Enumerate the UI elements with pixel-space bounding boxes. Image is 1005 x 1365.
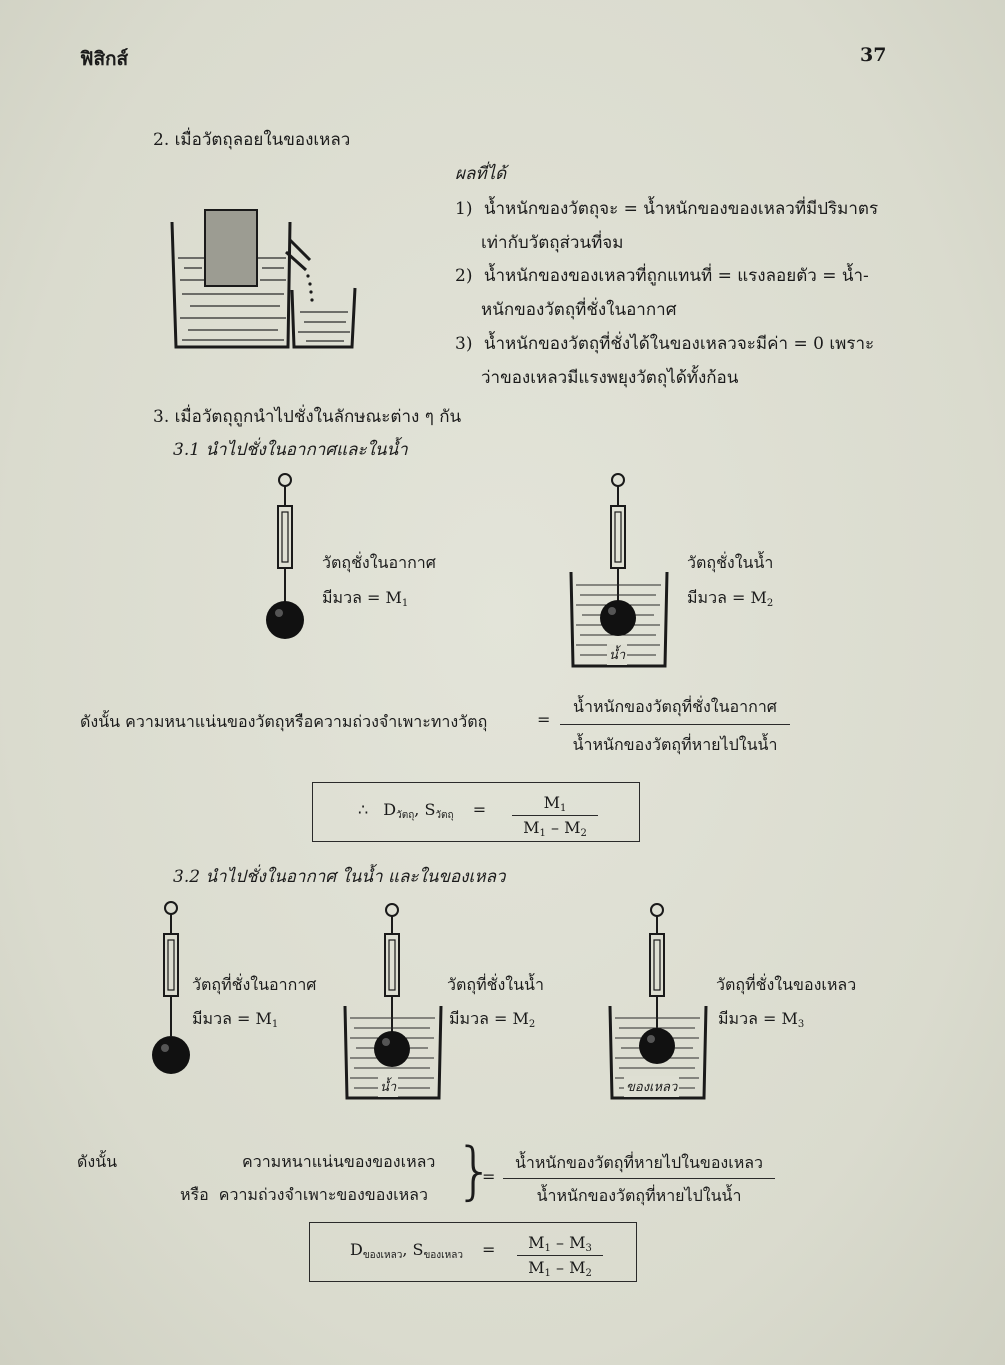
d-symbol: D <box>350 1240 363 1259</box>
formula-equals: = <box>472 800 487 819</box>
density-formula-box <box>312 782 640 842</box>
formula-denominator: M1 – M2 <box>512 818 598 839</box>
den-minus-m: – M <box>545 818 581 837</box>
fraction-bar <box>560 724 790 726</box>
s-subscript: วัตถุ <box>435 810 454 821</box>
equals-sign-2: = <box>482 1167 496 1186</box>
liquid-formula-denominator: M1 – M2 <box>517 1258 603 1279</box>
section-3-heading: 3. เมื่อวัตถุถูกนำไปชั่งในลักษณะต่าง ๆ ก… <box>153 407 462 427</box>
equals-sign: = <box>537 710 551 729</box>
therefore-text-3-1: ดังนั้น ความหนาแน่นของวัตถุหรือความถ่วงจ… <box>80 712 488 731</box>
den-m1-sub: 1 <box>539 828 546 839</box>
den-m1: M <box>523 818 540 837</box>
den-m2-sub: 2 <box>585 1268 592 1279</box>
fraction-bar-2 <box>503 1178 775 1180</box>
result-line: หนักของวัตถุที่ชั่งในอากาศ <box>481 300 677 320</box>
result-item-2: 2) น้ำหนักของของเหลวที่ถูกแทนที่ = แรงลอ… <box>455 259 869 327</box>
d-symbol: D <box>383 800 397 819</box>
subsection-3-1-title: 3.1 นำไปชั่งในอากาศและในน้ำ <box>173 440 408 460</box>
formula-fraction-bar <box>512 815 598 817</box>
mass-subscript: 1 <box>271 1019 279 1030</box>
brace-icon: } <box>455 1134 495 1207</box>
liquid-mass-label: มีมวล = M3 <box>718 1007 804 1032</box>
liquid-density-line: ความหนาแน่นของของเหลว <box>242 1152 436 1171</box>
liquid-density-formula-box <box>309 1222 637 1282</box>
mass-subscript: 3 <box>797 1019 805 1030</box>
running-head-title: ฟิสิกส์ <box>80 48 129 70</box>
mass-text: มีมวล = M <box>718 1009 798 1028</box>
spring-balance-liquid-diagram <box>608 903 708 1100</box>
mass-subscript: 1 <box>401 598 409 609</box>
density-formula-lhs: ∴ Dวัตถุ, Sวัตถุ = <box>358 800 486 823</box>
beaker-label-liquid: ของเหลว <box>624 1076 680 1097</box>
or-word: หรือ <box>180 1185 209 1204</box>
therefore-text-3-2: ดังนั้น <box>77 1152 118 1171</box>
s-symbol: , S <box>402 1240 424 1259</box>
num-m1-sub: 1 <box>544 1243 551 1254</box>
fraction-denominator-2: น้ำหนักของวัตถุที่หายไปในน้ำ <box>536 1186 742 1205</box>
beaker-label-water-2: น้ำ <box>378 1076 399 1097</box>
d-subscript: ของเหลว <box>362 1250 403 1261</box>
floating-object-overflow-diagram <box>170 209 357 349</box>
air-mass-label-2: มีมวล = M1 <box>192 1007 278 1032</box>
d-subscript: วัตถุ <box>396 810 415 821</box>
mass-subscript: 2 <box>766 598 774 609</box>
fraction-numerator-2: น้ำหนักของวัตถุที่หายไปในของเหลว <box>514 1153 764 1172</box>
num-m: M <box>543 793 560 812</box>
result-line: น้ำหนักของวัตถุที่ชั่งได้ในของเหลวจะมีค่… <box>483 334 875 354</box>
den-m1-sub: 1 <box>544 1268 551 1279</box>
mass-text: มีมวล = M <box>192 1009 272 1028</box>
section-2-heading: 2. เมื่อวัตถุลอยในของเหลว <box>153 130 351 150</box>
result-num: 2) <box>455 266 473 286</box>
den-m2-sub: 2 <box>580 828 587 839</box>
air-weigh-label: วัตถุชั่งในอากาศ <box>322 553 436 572</box>
formula-equals: = <box>482 1240 496 1259</box>
result-num: 3) <box>455 334 473 354</box>
water-mass-label-2: มีมวล = M2 <box>449 1007 535 1032</box>
num-sub: 1 <box>560 803 567 814</box>
liquid-formula-fraction-bar <box>517 1255 603 1257</box>
or-line: หรือ ความถ่วงจำเพาะของของเหลว <box>180 1183 428 1208</box>
formula-numerator: M1 <box>512 793 598 814</box>
result-line: น้ำหนักของวัตถุจะ = น้ำหนักของของเหลวที่… <box>483 199 879 219</box>
s-subscript: ของเหลว <box>423 1250 463 1261</box>
result-line: น้ำหนักของของเหลวที่ถูกแทนที่ = แรงลอยตั… <box>483 266 869 286</box>
mass-text: มีมวล = M <box>449 1009 529 1028</box>
num-minus-m: – M <box>550 1233 586 1252</box>
s-symbol: , S <box>414 800 436 819</box>
liquid-weigh-label: วัตถุที่ชั่งในของเหลว <box>716 975 857 994</box>
spring-balance-air-diagram <box>266 473 304 639</box>
fraction-denominator: น้ำหนักของวัตถุที่หายไปในน้ำ <box>572 735 778 754</box>
result-item-3: 3) น้ำหนักของวัตถุที่ชั่งได้ในของเหลวจะม… <box>455 327 874 395</box>
spring-balance-air-diagram-2 <box>152 901 190 1074</box>
liquid-formula-numerator: M1 – M3 <box>517 1233 603 1254</box>
fraction-numerator: น้ำหนักของวัตถุที่ชั่งในอากาศ <box>573 697 777 716</box>
result-line: เท่ากับวัตถุส่วนที่จม <box>481 233 624 253</box>
num-m3-sub: 3 <box>585 1243 592 1254</box>
liquid-formula-lhs: Dของเหลว, Sของเหลว = <box>350 1240 495 1263</box>
den-minus-m: – M <box>550 1258 586 1277</box>
water-weigh-label-2: วัตถุที่ชั่งในน้ำ <box>447 975 544 994</box>
air-mass-label: มีมวล = M1 <box>322 586 408 611</box>
liquid-sg-text: ความถ่วงจำเพาะของของเหลว <box>218 1185 428 1204</box>
mass-text: มีมวล = M <box>322 588 402 607</box>
results-title: ผลที่ได้ <box>455 164 507 184</box>
num-m1: M <box>528 1233 545 1252</box>
result-item-1: 1) น้ำหนักของวัตถุจะ = น้ำหนักของของเหลว… <box>455 192 878 260</box>
page-number: 37 <box>860 44 887 66</box>
beaker-label-water: น้ำ <box>607 644 628 665</box>
mass-subscript: 2 <box>528 1019 536 1030</box>
water-mass-label: มีมวล = M2 <box>687 586 773 611</box>
mass-text: มีมวล = M <box>687 588 767 607</box>
air-weigh-label-2: วัตถุที่ชั่งในอากาศ <box>192 975 317 994</box>
result-line: ว่าของเหลวมีแรงพยุงวัตถุได้ทั้งก้อน <box>481 368 739 388</box>
den-m1: M <box>528 1258 545 1277</box>
therefore-symbol: ∴ <box>358 800 369 819</box>
spring-balance-water-diagram-2 <box>343 903 443 1100</box>
result-num: 1) <box>455 199 473 219</box>
subsection-3-2-title: 3.2 นำไปชั่งในอากาศ ในน้ำ และในของเหลว <box>173 867 506 887</box>
water-weigh-label: วัตถุชั่งในน้ำ <box>687 553 774 572</box>
